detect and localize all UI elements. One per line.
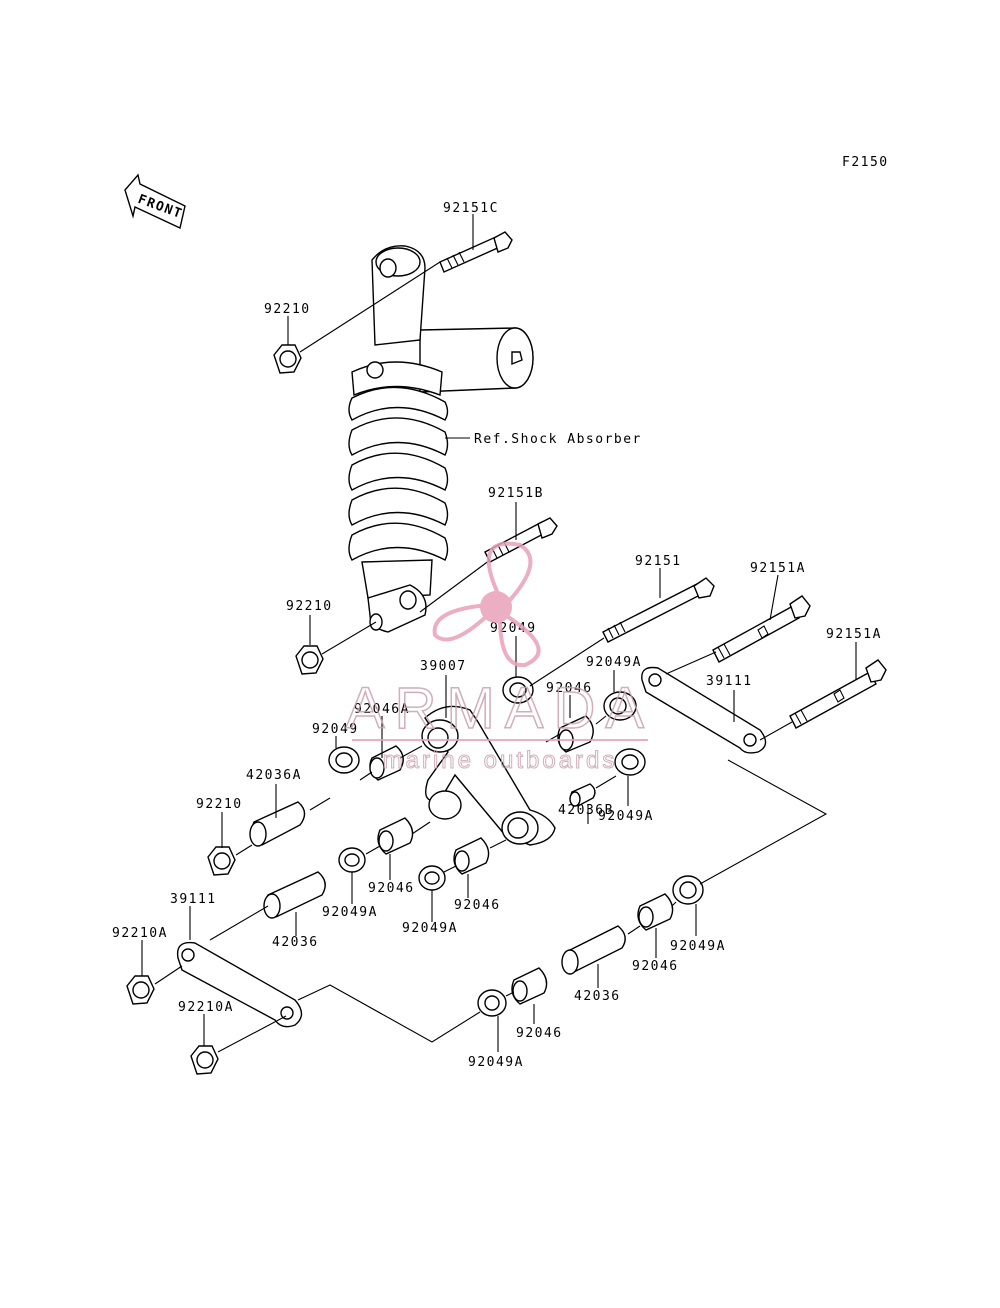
link-39111-left bbox=[176, 941, 303, 1028]
label-92210a-2: 92210A bbox=[178, 1000, 234, 1015]
bearing-92046-c2 bbox=[453, 837, 490, 875]
watermark-brand: ARMADA bbox=[346, 676, 654, 741]
label-39111-right: 39111 bbox=[706, 674, 753, 689]
link-39111-right bbox=[641, 666, 767, 754]
label-92210a-1: 92210A bbox=[112, 926, 168, 941]
nut-92210a-1 bbox=[126, 975, 155, 1005]
nut-92210-left bbox=[207, 846, 236, 876]
ref-shock-absorber-label: Ref.Shock Absorber bbox=[474, 432, 642, 447]
label-92151c: 92151C bbox=[443, 201, 499, 216]
label-92049a-r2: 92049A bbox=[598, 809, 654, 824]
bolt-92151 bbox=[602, 577, 715, 643]
bearing-92046-c1 bbox=[377, 817, 414, 855]
label-92046-b: 92046 bbox=[516, 1026, 563, 1041]
label-92046-c2: 92046 bbox=[454, 898, 501, 913]
seal-92049a-r3 bbox=[672, 875, 704, 905]
label-92210-mid: 92210 bbox=[286, 599, 333, 614]
label-92151a-2: 92151A bbox=[826, 627, 882, 642]
label-92046a: 92046A bbox=[354, 702, 410, 717]
seal-92049-top bbox=[502, 676, 534, 704]
label-92049a-r3: 92049A bbox=[670, 939, 726, 954]
seal-92049a-c1 bbox=[338, 847, 366, 873]
front-arrow-icon: FRONT bbox=[124, 173, 186, 230]
label-42036-left: 42036 bbox=[272, 935, 319, 950]
seal-92049a-b bbox=[477, 989, 507, 1017]
nut-92210-top bbox=[273, 344, 302, 374]
label-92049a-c1: 92049A bbox=[322, 905, 378, 920]
watermark: ARMADA marine outboards bbox=[345, 541, 654, 775]
label-92151: 92151 bbox=[635, 554, 682, 569]
seal-92049a-top bbox=[603, 691, 637, 721]
seal-92049a-c2 bbox=[418, 865, 446, 891]
bearing-92046-r3 bbox=[637, 893, 674, 931]
label-92046-top: 92046 bbox=[546, 681, 593, 696]
bolt-92151a-upper bbox=[712, 595, 811, 663]
collar-42036-right bbox=[561, 925, 626, 975]
nut-92210a-2 bbox=[190, 1045, 219, 1075]
label-92151a-1: 92151A bbox=[750, 561, 806, 576]
part-labels: 92151C 92210 Ref.Shock Absorber 92151B 9… bbox=[112, 201, 882, 1070]
label-92046-r3: 92046 bbox=[632, 959, 679, 974]
label-92049a-b: 92049A bbox=[468, 1055, 524, 1070]
label-42036a: 42036A bbox=[246, 768, 302, 783]
watermark-tagline: marine outboards bbox=[383, 747, 618, 774]
nut-92210-mid bbox=[295, 645, 324, 675]
bearing-92046a bbox=[369, 745, 404, 781]
label-92049a-c2: 92049A bbox=[402, 921, 458, 936]
rocker-arm-39007 bbox=[421, 705, 556, 846]
label-92049a-top: 92049A bbox=[586, 655, 642, 670]
label-92049-left: 92049 bbox=[312, 722, 359, 737]
collar-42036-left bbox=[263, 871, 326, 919]
propeller-icon bbox=[432, 541, 541, 668]
label-92151b: 92151B bbox=[488, 486, 544, 501]
bolt-92151c bbox=[439, 231, 513, 273]
label-92210-top: 92210 bbox=[264, 302, 311, 317]
leader-lines bbox=[141, 214, 857, 1052]
label-39007: 39007 bbox=[420, 659, 467, 674]
label-92210-left: 92210 bbox=[196, 797, 243, 812]
seal-92049a-r2 bbox=[614, 748, 646, 776]
bearing-92046-b bbox=[511, 967, 548, 1005]
shock-absorber bbox=[348, 245, 534, 633]
label-42036-right: 42036 bbox=[574, 989, 621, 1004]
label-42036b: 42036B bbox=[558, 803, 614, 818]
label-39111-left: 39111 bbox=[170, 892, 217, 907]
bolt-92151a-lower bbox=[789, 659, 887, 729]
figure-code: F2150 bbox=[842, 155, 889, 170]
bolt-92151b bbox=[484, 517, 558, 563]
label-92046-c1: 92046 bbox=[368, 881, 415, 896]
collar-42036b bbox=[569, 783, 596, 807]
collar-42036a bbox=[249, 801, 306, 847]
seal-92049-left bbox=[328, 746, 360, 774]
assembly-lines bbox=[154, 261, 828, 1053]
